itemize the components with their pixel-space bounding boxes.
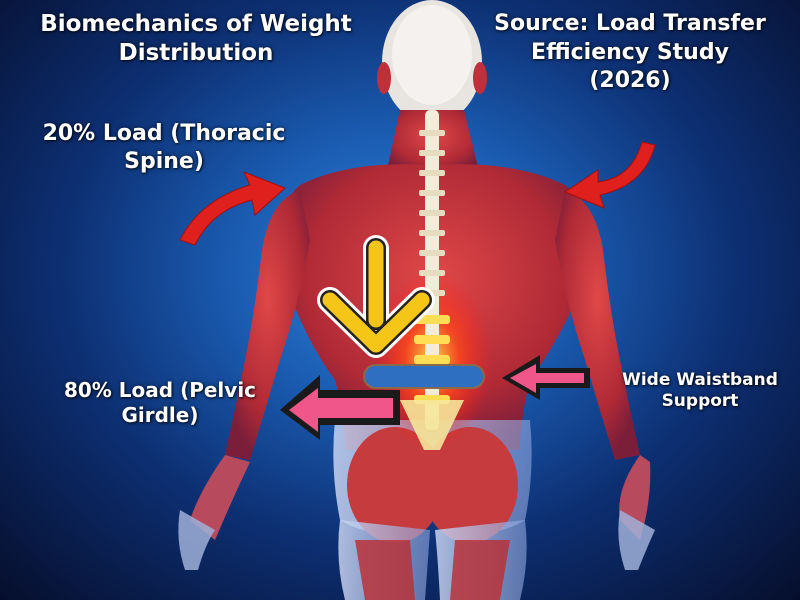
- downward-load-arrow: [317, 235, 435, 358]
- source-citation: Source: Load Transfer Efficiency Study (…: [476, 10, 784, 96]
- waistband-line-1: Wide Waistband: [622, 370, 778, 390]
- source-line-3: (2026): [589, 68, 671, 94]
- thoracic-line-2: Spine): [124, 148, 204, 174]
- title-line-1: Biomechanics of Weight: [40, 11, 352, 37]
- left-hand: [178, 510, 215, 570]
- shoulder-arrow: [563, 141, 656, 209]
- source-line-1: Source: Load Transfer: [494, 11, 766, 36]
- diagram-title: Biomechanics of Weight Distribution: [4, 10, 388, 68]
- pelvic-load-label: 80% Load (Pelvic Girdle): [20, 378, 300, 428]
- waistband-support-label: Wide Waistband Support: [600, 370, 800, 413]
- waistband-arrow: [502, 355, 590, 400]
- thoracic-load-label: 20% Load (Thoracic Spine): [14, 120, 314, 175]
- right-glute: [422, 427, 518, 543]
- thoracic-line-1: 20% Load (Thoracic: [42, 121, 286, 146]
- head: [377, 0, 487, 124]
- waistband-band: [363, 364, 485, 389]
- source-line-2: Efficiency Study: [531, 39, 729, 65]
- spine: [400, 110, 464, 450]
- pelvic-line-2: Girdle): [121, 403, 199, 427]
- pelvic-line-1: 80% Load (Pelvic: [63, 378, 257, 402]
- left-glute: [347, 427, 443, 543]
- pelvic-arrow: [280, 375, 400, 440]
- left-forearm: [190, 455, 250, 540]
- waistband-line-2: Support: [661, 391, 739, 412]
- left-arm: [225, 190, 310, 460]
- title-line-2: Distribution: [118, 39, 274, 66]
- right-hand: [618, 510, 655, 570]
- thoracic-arrow: [179, 171, 286, 246]
- right-arm: [555, 190, 640, 460]
